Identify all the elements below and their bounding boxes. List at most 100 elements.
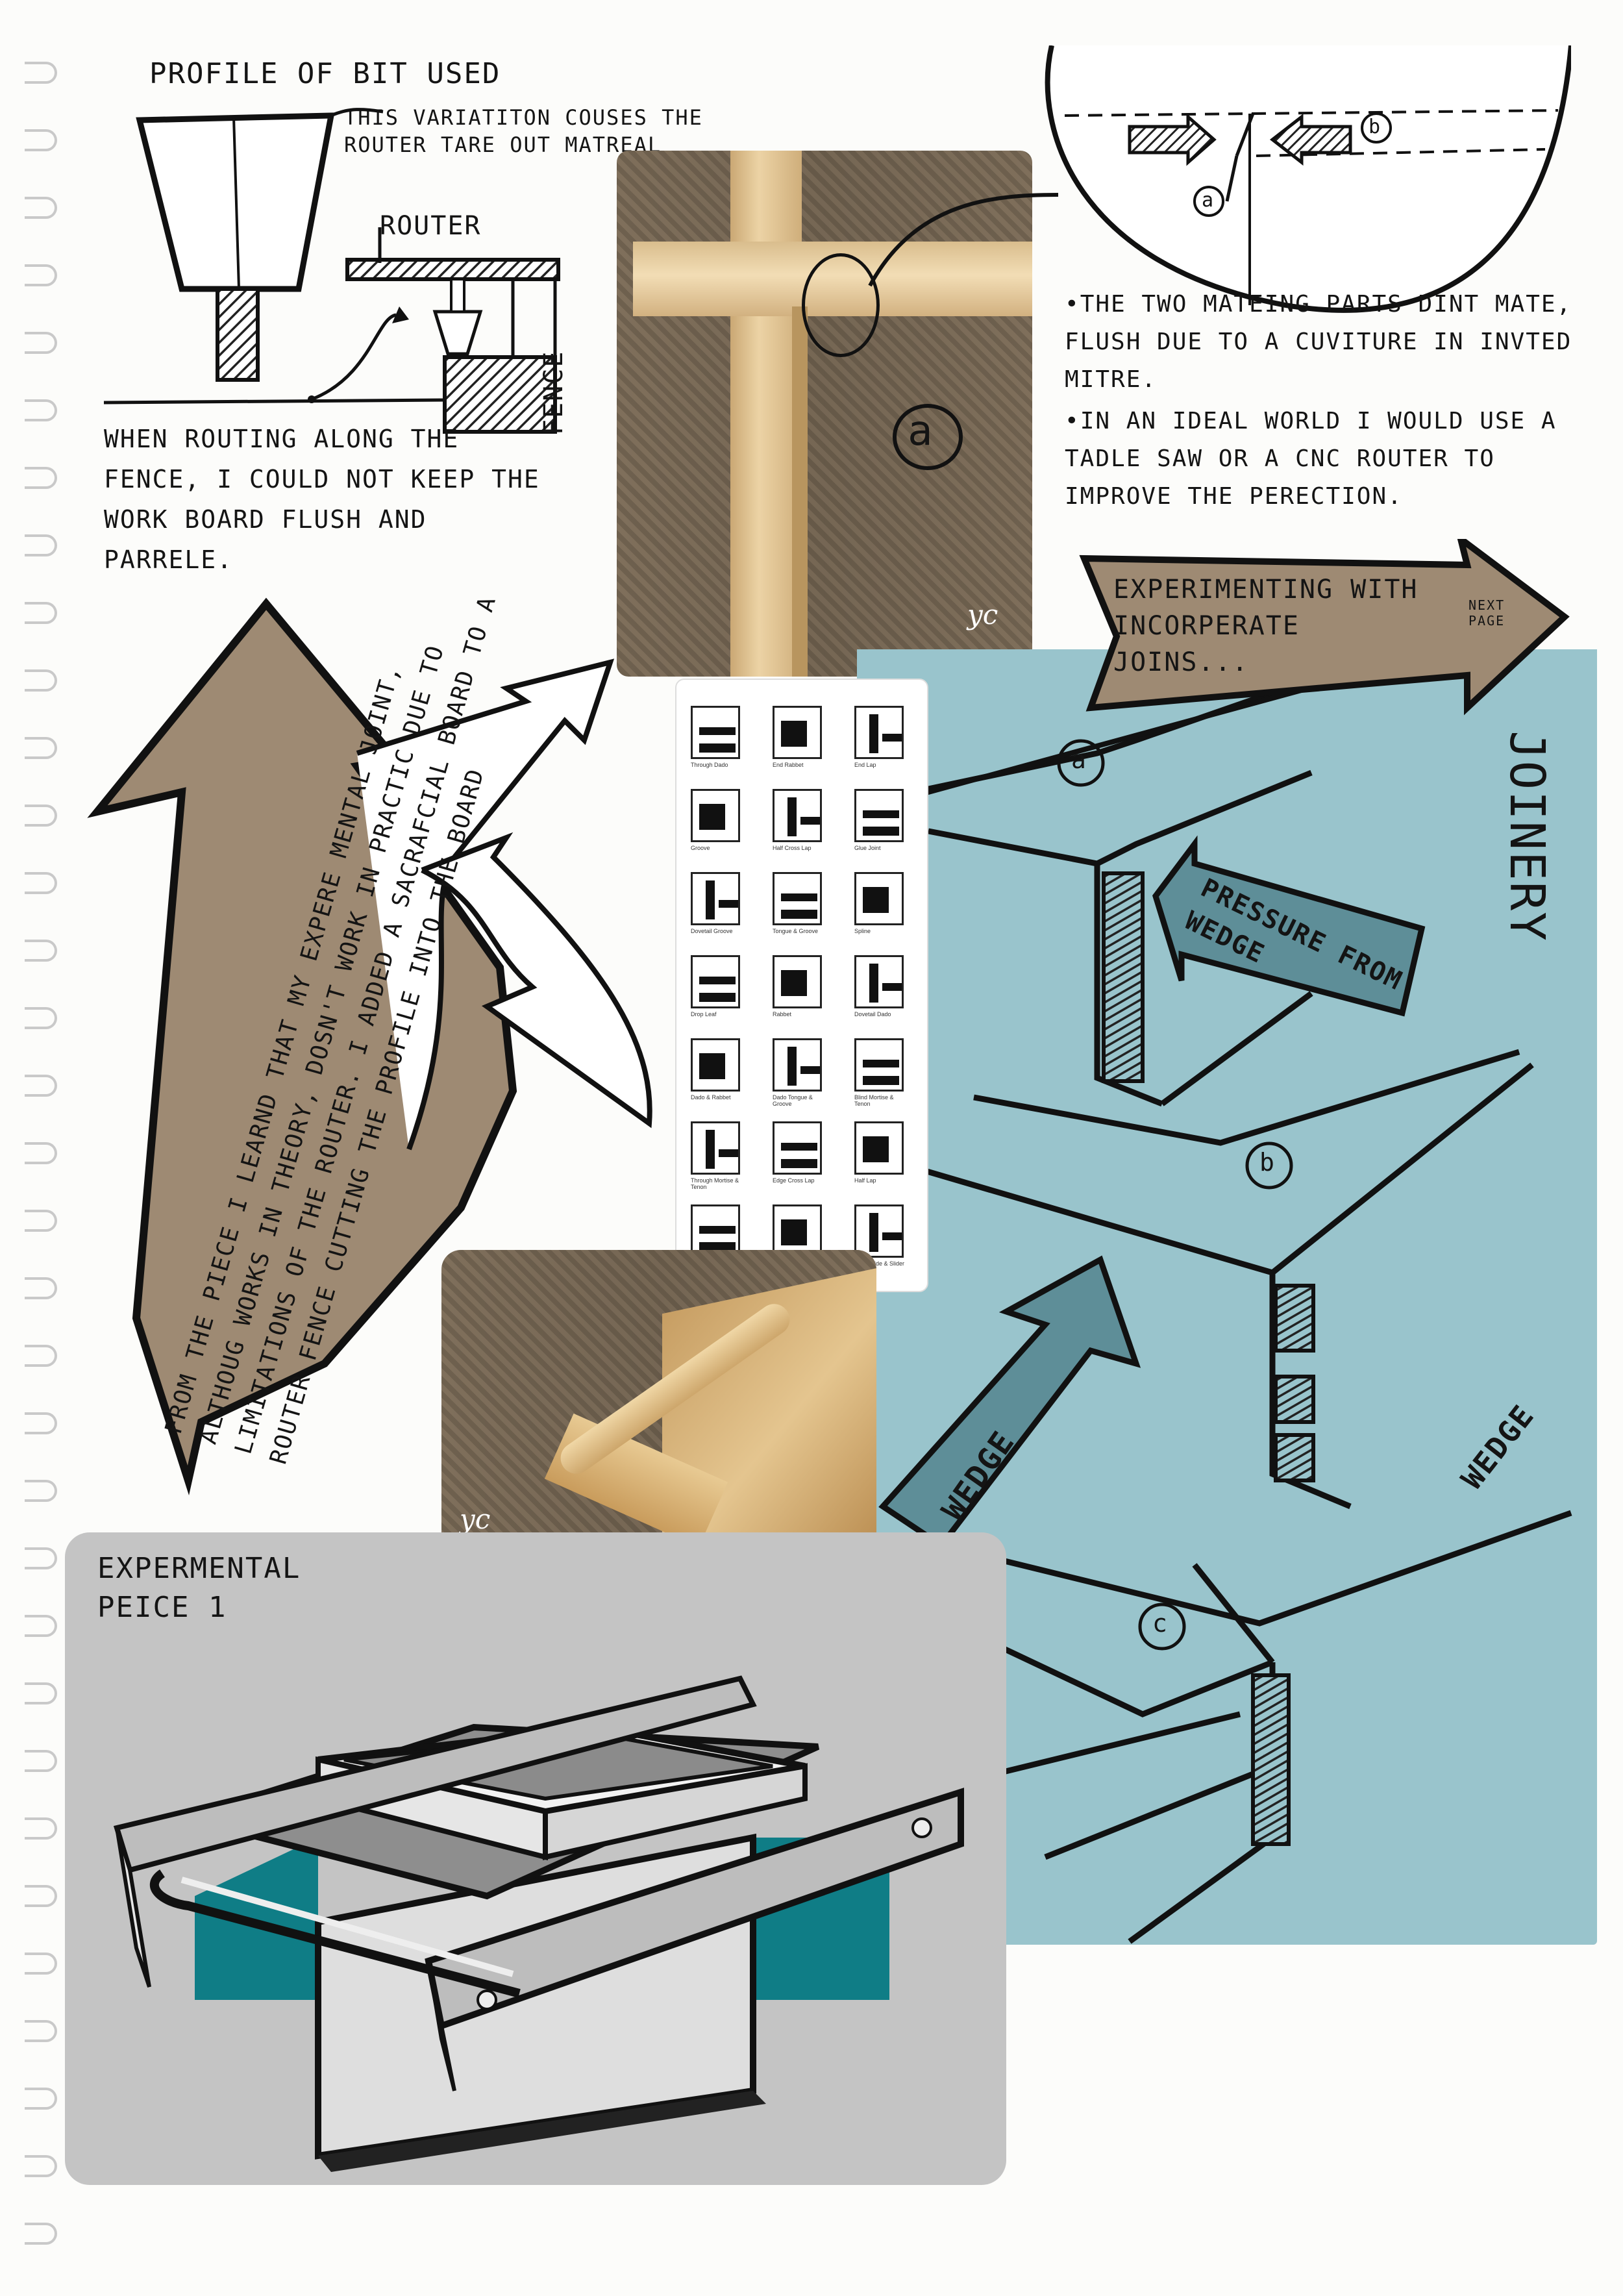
joint-thumbnail-shape <box>719 900 738 908</box>
joint-thumbnail <box>854 789 904 842</box>
joint-thumbnail <box>691 1204 740 1258</box>
joint-thumbnail <box>854 706 904 759</box>
spiral-ring <box>25 1412 57 1434</box>
joint-label: Drop Leaf <box>691 1011 717 1017</box>
joint-thumbnail-shape <box>863 1076 899 1085</box>
joint-label-a: a <box>1071 745 1087 774</box>
joint-label: Blind Mortise & Tenon <box>854 1094 894 1107</box>
joint-thumbnail <box>773 1121 822 1175</box>
variation-note: THIS VARIATITON COUSES THE ROUTER TARE O… <box>344 105 703 157</box>
joint-thumbnail-shape <box>882 1232 902 1240</box>
joint-thumbnail-shape <box>706 880 715 919</box>
spiral-ring <box>25 264 57 286</box>
joint-thumbnail-shape <box>863 827 899 836</box>
photo-label-a: a <box>908 407 934 455</box>
joint-label: End Rabbet <box>773 762 804 768</box>
spiral-ring <box>25 2223 57 2245</box>
big-kraft-arrow <box>87 597 652 1495</box>
spiral-ring <box>25 602 57 624</box>
joint-label: End Lap <box>854 762 876 768</box>
joint-thumbnail <box>773 789 822 842</box>
joint-thumbnail-shape <box>787 797 797 836</box>
joint-label: Through Dado <box>691 762 728 768</box>
joint-thumbnail-shape <box>781 1143 817 1151</box>
spiral-ring <box>25 1885 57 1907</box>
joint-thumbnail <box>691 789 740 842</box>
note-bullet-2-text: IN AN IDEAL WORLD I WOULD USE A TADLE SA… <box>1065 408 1557 510</box>
spiral-ring <box>25 737 57 759</box>
joint-label: Groove <box>691 845 710 851</box>
joint-label: Half Cross Lap <box>773 845 812 851</box>
spiral-ring <box>25 1210 57 1232</box>
joint-thumbnail-shape <box>699 727 736 735</box>
spiral-ring <box>25 332 57 354</box>
bullet-dot: • <box>1065 291 1080 318</box>
next-page-arrow-text: EXPERIMENTING WITH INCORPERATE JOINS... <box>1113 575 1419 677</box>
spiral-ring <box>25 1345 57 1367</box>
joint-thumbnail-shape <box>800 817 820 825</box>
joint-thumbnail-shape <box>781 910 817 919</box>
joint-thumbnail-shape <box>869 714 878 753</box>
spiral-ring <box>25 872 57 894</box>
routing-caption: WHEN ROUTING ALONG THE FENCE, I COULD NO… <box>104 425 540 574</box>
spiral-ring <box>25 399 57 421</box>
note-bullet-1-text: THE TWO MATEING PARTS DINT MATE, FLUSH D… <box>1065 291 1572 393</box>
photo-mitre-circle <box>802 253 880 357</box>
joint-label: Edge Cross Lap <box>773 1177 815 1184</box>
photo-label-a-circle <box>893 404 963 470</box>
experimental-piece-drawing <box>113 1675 964 2172</box>
joint-label-b: b <box>1259 1148 1276 1177</box>
joint-thumbnail-shape <box>869 1213 878 1252</box>
joint-label: Door Glide & Slider <box>854 1260 905 1267</box>
joint-thumbnail <box>854 872 904 925</box>
joint-thumbnail-shape <box>699 743 736 753</box>
joint-thumbnail-shape <box>699 1242 736 1251</box>
spiral-ring <box>25 197 57 219</box>
spiral-ring <box>25 1547 57 1569</box>
joint-thumbnail-shape <box>863 1136 889 1162</box>
mitre-detail-sketch <box>1045 45 1571 313</box>
mitre-detail-label-b: b <box>1369 116 1382 138</box>
joint-thumbnail <box>691 1121 740 1175</box>
joint-thumbnail-shape <box>863 887 889 913</box>
spiral-ring <box>25 534 57 556</box>
joinery-drawings <box>857 649 1572 1944</box>
joint-label: Dado Tongue & Groove <box>773 1094 813 1107</box>
joint-label: Dado & Rabbet <box>691 1094 731 1101</box>
spiral-ring <box>25 1615 57 1637</box>
joint-thumbnail-shape <box>781 970 807 996</box>
joint-thumbnail-shape <box>781 1159 817 1168</box>
joint-thumbnail <box>691 706 740 759</box>
mitre-notes: •THE TWO MATEING PARTS DINT MATE, FLUSH … <box>1045 286 1584 519</box>
mitre-pointer-line <box>868 193 1059 287</box>
joint-thumbnail-shape <box>882 983 902 991</box>
joint-thumbnail-shape <box>699 977 736 984</box>
joint-thumbnail-shape <box>869 964 878 1003</box>
joint-label: Through Mortise & Tenon <box>691 1177 739 1190</box>
experimental-piece-card: EXPERMENTAL PEICE 1 <box>65 1532 1006 2185</box>
joint-thumbnail-shape <box>781 1219 807 1245</box>
spiral-ring <box>25 1142 57 1164</box>
joint-thumbnail <box>773 1204 822 1258</box>
joint-label: Rabbet <box>773 1011 792 1017</box>
spiral-ring <box>25 2155 57 2177</box>
next-page-tag: NEXT PAGE <box>1468 597 1505 629</box>
joinery-title: JOINERY <box>1499 730 1555 942</box>
spiral-ring <box>25 1750 57 1772</box>
experimental-title-line2: PEICE 1 <box>97 1591 227 1624</box>
joint-thumbnail <box>854 955 904 1008</box>
joint-thumbnail-shape <box>699 993 736 1002</box>
joint-thumbnail-shape <box>719 1149 738 1157</box>
spiral-ring <box>25 1953 57 1975</box>
joint-thumbnail-shape <box>781 893 817 901</box>
spiral-ring <box>25 129 57 151</box>
joint-label: Spline <box>854 928 871 934</box>
bit-profile-sketch: PROFILE OF BIT USED THIS VARIATITON COUS… <box>71 39 702 584</box>
next-page-arrow-shape <box>1079 539 1570 716</box>
spiral-ring <box>25 467 57 489</box>
router-label: ROUTER <box>380 211 482 241</box>
joint-thumbnail-shape <box>800 1066 820 1074</box>
joint-thumbnail <box>773 1038 822 1092</box>
joint-thumbnail <box>854 1204 904 1258</box>
